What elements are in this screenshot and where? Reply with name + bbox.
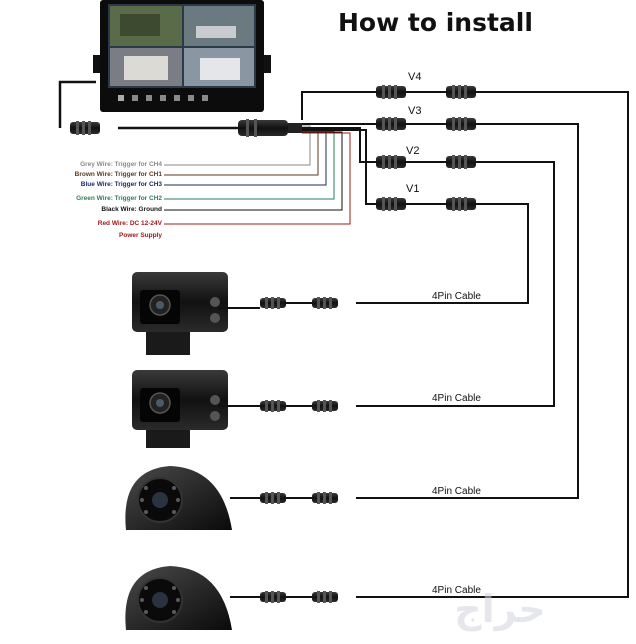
wire-label: Grey Wire: Trigger for CH4: [80, 161, 162, 168]
channel-connectors: [376, 85, 476, 211]
camera-2-connector: [260, 400, 286, 412]
wire-label: Brown Wire: Trigger for CH1: [74, 171, 162, 178]
video-cables: [301, 91, 376, 205]
wire-label: Black Wire: Ground: [101, 206, 162, 213]
cable-label-3: 4Pin Cable: [432, 486, 481, 497]
camera-3-connector: [260, 492, 286, 504]
box-camera-1: [132, 272, 228, 355]
wire-label: Power Supply: [119, 232, 162, 239]
main-harness: [238, 119, 302, 137]
camera-extension-cables: [356, 91, 629, 598]
camera-1-extension-connector: [312, 297, 338, 309]
channel-label-v4: V4: [408, 71, 421, 83]
channel-label-v2: V2: [406, 145, 419, 157]
wire-label: Blue Wire: Trigger for CH3: [80, 181, 162, 188]
monitor: [93, 0, 271, 112]
camera-1-connector: [260, 297, 286, 309]
box-camera-2: [132, 370, 228, 448]
cable-label-1: 4Pin Cable: [432, 291, 481, 302]
side-camera-4: [125, 566, 232, 630]
trigger-wires: [164, 125, 351, 225]
cable-label-4: 4Pin Cable: [432, 585, 481, 596]
wire-label: Green Wire: Trigger for CH2: [76, 195, 162, 202]
page-title: How to install: [338, 8, 533, 37]
cable-label-2: 4Pin Cable: [432, 393, 481, 404]
camera-4-connector: [260, 591, 286, 603]
channel-label-v1: V1: [406, 183, 419, 195]
watermark: حراج: [454, 587, 545, 631]
monitor-cable: [58, 80, 238, 130]
side-camera-3: [125, 466, 232, 530]
wire-label: Red Wire: DC 12-24V: [97, 220, 162, 227]
camera-4-extension-connector: [312, 591, 338, 603]
camera-2-extension-connector: [312, 400, 338, 412]
channel-label-v3: V3: [408, 105, 421, 117]
monitor-connector: [70, 121, 100, 135]
camera-3-extension-connector: [312, 492, 338, 504]
